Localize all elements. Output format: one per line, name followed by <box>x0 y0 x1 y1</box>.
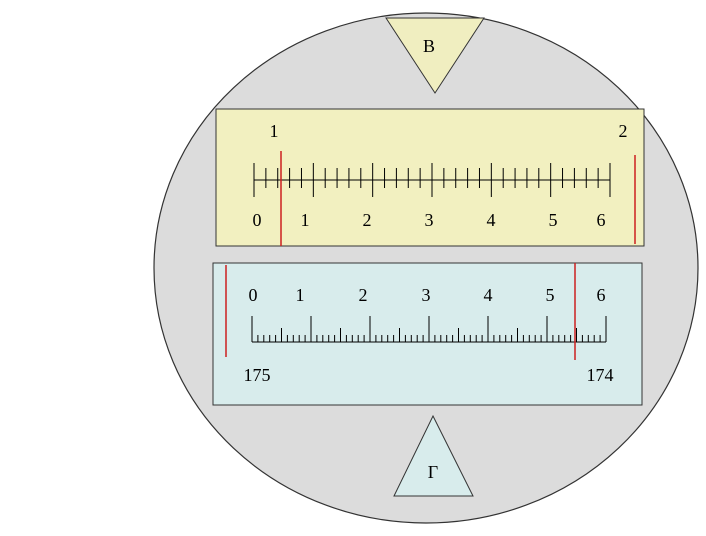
pointer-triangle-bottom <box>393 414 474 497</box>
lower-scale-numbers: 0 1 2 3 4 5 6 <box>249 285 606 305</box>
upper-number: 3 <box>425 210 434 230</box>
lower-bottom-label-175: 175 <box>244 365 271 385</box>
lower-scale-ticks <box>251 316 607 343</box>
upper-scale-ticks <box>253 163 611 197</box>
upper-number: 4 <box>487 210 496 230</box>
lower-number: 4 <box>484 285 493 305</box>
lower-number: 2 <box>359 285 368 305</box>
upper-number: 5 <box>549 210 558 230</box>
upper-number: 2 <box>363 210 372 230</box>
lower-number: 6 <box>597 285 606 305</box>
upper-top-label-2: 2 <box>619 121 628 141</box>
lower-number: 3 <box>422 285 431 305</box>
upper-top-label-1: 1 <box>270 121 279 141</box>
lower-number: 5 <box>546 285 555 305</box>
upper-scale-numbers: 0 1 2 3 4 5 6 <box>253 210 606 230</box>
pointer-triangle-top <box>385 17 485 94</box>
upper-number: 1 <box>301 210 310 230</box>
upper-number: 6 <box>597 210 606 230</box>
lower-bottom-label-174: 174 <box>587 365 614 385</box>
upper-number: 0 <box>253 210 262 230</box>
lower-number: 1 <box>296 285 305 305</box>
pointer-bottom-label: Г <box>428 462 438 482</box>
upper-scale-plate <box>215 108 645 247</box>
pointer-top-label: В <box>423 36 435 56</box>
lower-number: 0 <box>249 285 258 305</box>
lower-scale-plate <box>212 262 643 406</box>
